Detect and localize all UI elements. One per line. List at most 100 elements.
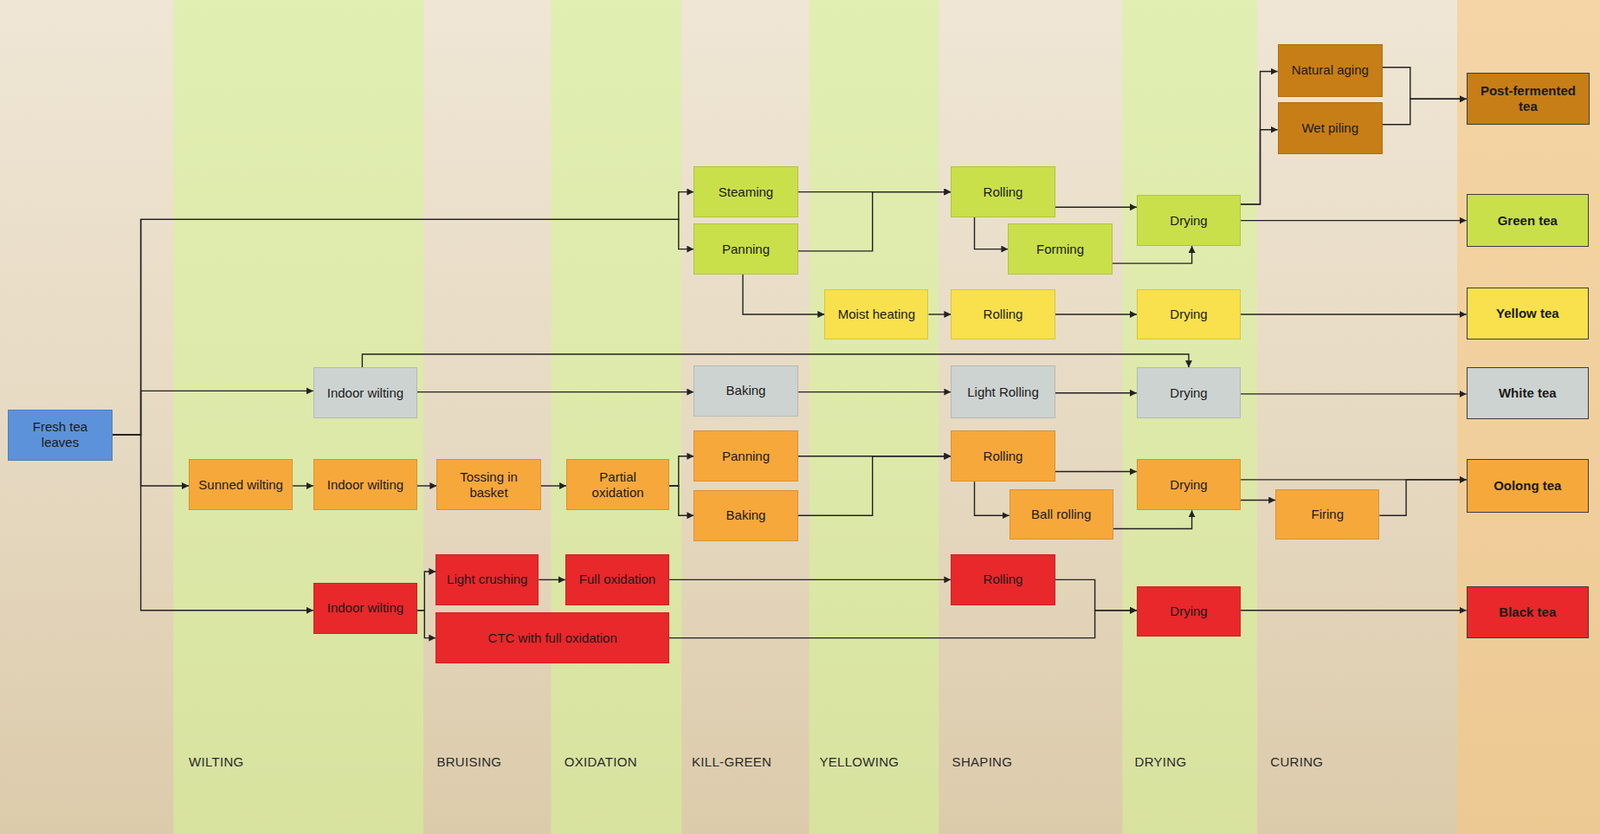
product-label: Green tea (1497, 212, 1558, 229)
step-label: Drying (1169, 212, 1207, 229)
flow-arrow (1382, 67, 1467, 100)
flow-arrow (1240, 393, 1467, 394)
process-box: Baking (693, 365, 798, 417)
process-box: Rolling (950, 166, 1055, 218)
flow-arrow (1240, 129, 1278, 205)
flow-arrow (112, 390, 314, 435)
step-label: Baking (726, 382, 767, 399)
process-box: Indoor wilting (313, 367, 418, 419)
product-label: Post-fermented tea (1472, 83, 1585, 115)
step-label: Rolling (983, 306, 1024, 323)
flow-arrow (1240, 219, 1467, 221)
flow-arrow (1055, 579, 1137, 610)
step-label: Wet piling (1301, 120, 1359, 136)
step-label: Tossing in basket (442, 469, 535, 501)
process-box: Drying (1136, 367, 1241, 419)
flow-arrow (292, 484, 314, 486)
product-label: Black tea (1498, 604, 1556, 620)
step-label: Partial oxidation (572, 469, 664, 501)
stage-label: DRYING (1135, 754, 1188, 769)
stage-band (550, 0, 682, 834)
process-box: Fresh tea leaves (7, 409, 112, 461)
product-box: Yellow tea (1466, 287, 1589, 340)
flow-arrow (417, 484, 437, 486)
process-box: Drying (1136, 458, 1241, 510)
step-label: Drying (1169, 603, 1207, 620)
flow-arrow (417, 610, 436, 639)
step-label: Drying (1169, 306, 1207, 323)
stage-band (1122, 0, 1258, 834)
flow-arrow (669, 485, 694, 516)
flow-arrow (1055, 392, 1137, 394)
flow-arrow (798, 391, 952, 393)
process-box: Moist heating (824, 289, 929, 341)
step-label: Full oxidation (579, 571, 656, 588)
process-box: Forming (1007, 223, 1112, 275)
flow-arrow (669, 610, 1137, 639)
flow-arrow (1112, 245, 1193, 264)
step-label: Ball rolling (1031, 506, 1091, 523)
flow-arrow (417, 571, 436, 611)
process-box: Panning (693, 430, 798, 482)
flow-arrow (929, 313, 952, 315)
product-label: Yellow tea (1496, 305, 1560, 322)
process-box: Drying (1136, 586, 1241, 638)
step-label: Panning (722, 241, 770, 258)
step-label: Moist heating (838, 306, 916, 323)
process-box: Wet piling (1277, 102, 1383, 155)
step-label: Forming (1036, 241, 1084, 258)
flow-arrow (669, 579, 951, 581)
flow-arrow (1055, 470, 1137, 472)
process-box: Tossing in basket (436, 458, 541, 510)
process-box: Partial oxidation (566, 458, 670, 510)
product-box: Post-fermented tea (1466, 72, 1591, 125)
flow-arrow (1382, 98, 1467, 125)
flow-arrow (1240, 313, 1467, 315)
flow-arrow (112, 434, 189, 486)
flow-arrow (974, 481, 1010, 516)
flow-arrow (1055, 313, 1137, 315)
flow-arrow (1240, 71, 1278, 205)
step-label: Rolling (983, 184, 1024, 200)
step-label: Steaming (718, 184, 774, 200)
flow-arrow (112, 434, 314, 611)
product-label: Oolong tea (1493, 477, 1562, 494)
process-box: Light crushing (435, 554, 539, 606)
product-band (1457, 0, 1600, 834)
step-label: Panning (722, 448, 770, 465)
process-box: Light Rolling (950, 365, 1055, 419)
process-box: Natural aging (1277, 44, 1383, 97)
flow-arrow (669, 456, 694, 486)
process-box: Rolling (950, 289, 1055, 341)
flow-arrow (1379, 479, 1466, 516)
flow-arrow (974, 217, 1009, 250)
flow-arrow (1240, 499, 1276, 501)
step-label: CTC with full oxidation (488, 630, 618, 646)
product-label: White tea (1498, 385, 1557, 401)
flow-arrow (742, 274, 825, 315)
stage-label: OXIDATION (564, 754, 638, 769)
step-label: Light Rolling (967, 384, 1039, 400)
process-box: Rolling (950, 554, 1055, 606)
step-label: Drying (1169, 477, 1207, 493)
stage-band (173, 0, 424, 834)
flow-arrow (798, 456, 952, 516)
step-label: Light crushing (446, 571, 528, 588)
step-label: Baking (726, 507, 767, 523)
process-box: Rolling (950, 430, 1055, 482)
process-box: Panning (693, 223, 798, 275)
flow-arrow (1113, 509, 1193, 529)
step-label: Drying (1169, 385, 1207, 401)
step-label: Rolling (983, 448, 1024, 465)
process-box: Indoor wilting (313, 582, 418, 634)
flow-arrow (538, 579, 566, 581)
stage-label: SHAPING (952, 754, 1013, 769)
flow-arrow (798, 192, 952, 252)
step-label: Sunned wilting (198, 477, 284, 493)
step-label: Indoor wilting (327, 385, 404, 401)
product-box: Green tea (1466, 193, 1589, 247)
product-box: Black tea (1466, 586, 1589, 639)
process-box: Drying (1136, 289, 1241, 341)
process-box: Sunned wilting (188, 458, 293, 510)
stage-band (809, 0, 940, 834)
